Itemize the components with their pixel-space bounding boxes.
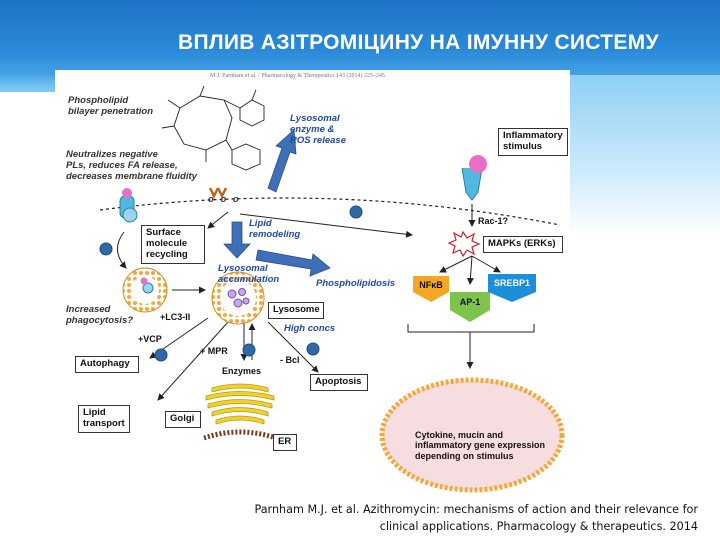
inhibit-circle-icon <box>99 205 363 362</box>
slide-title: ВПЛИВ АЗІТРОМІЦИНУ НА ІМУННУ СИСТЕМУ <box>178 31 659 54</box>
label-vcp: +VCP <box>138 334 162 344</box>
label-phospholipidosis: Phospholipidosis <box>316 278 396 289</box>
label-ap1: AP-1 <box>459 297 481 307</box>
label-bcl: - Bcl <box>280 355 300 365</box>
label-increased-phagocytosis: Increased phagocytosis? <box>66 304 134 326</box>
label-lysosomal-enzyme: Lysosomal enzyme & ROS release <box>290 113 346 146</box>
golgi-icon <box>205 383 275 425</box>
lysosome-icon <box>211 271 265 325</box>
er-icon <box>203 429 277 441</box>
label-lc3: +LC3-II <box>160 312 191 322</box>
box-surface-recycling: Surface molecule recycling <box>141 225 205 264</box>
srebp1-shape <box>488 274 536 302</box>
endosome-icon <box>122 267 168 313</box>
label-phospholipid: Phospholipid bilayer penetration <box>68 95 153 117</box>
label-enzymes: Enzymes <box>222 366 262 376</box>
decorative-gradient <box>560 75 720 235</box>
label-neutralizes: Neutralizes negative PLs, reduces FA rel… <box>66 149 197 182</box>
label-lysosomal-accumulation: Lysosomal accumulation <box>218 263 280 285</box>
label-srebp1: SREBP1 <box>493 278 530 288</box>
box-inflammatory-stimulus: Inflammatory stimulus <box>498 128 568 156</box>
citation-line-1: Parnham M.J. et al. Azithromycin: mechan… <box>254 503 698 516</box>
citation: Parnham M.J. et al. Azithromycin: mechan… <box>228 502 698 536</box>
label-membrane-dots: o o o <box>208 194 241 205</box>
box-mapks: MAPKs (ERKs) <box>483 236 563 253</box>
label-high-concs: High concs <box>284 323 336 334</box>
box-lipid-transport: Lipid transport <box>78 405 130 433</box>
blue-arrows <box>223 129 331 277</box>
box-autophagy: Autophagy <box>75 356 139 373</box>
box-apoptosis: Apoptosis <box>310 374 368 391</box>
label-rac1: Rac-1? <box>478 216 509 226</box>
box-er: ER <box>273 434 297 451</box>
box-golgi: Golgi <box>165 411 201 428</box>
label-lipid-remodeling: Lipid remodeling <box>249 218 301 240</box>
box-lysosome: Lysosome <box>268 302 324 319</box>
inflammatory-receptor-icon <box>461 155 487 201</box>
azithromycin-structure-icon <box>161 85 265 171</box>
burst-icon <box>447 230 481 258</box>
nucleus-icon <box>379 377 565 493</box>
label-gene-expression: Cytokine, mucin and inflammatory gene ex… <box>415 430 546 461</box>
figure-reference: M.J. Parnham et al. / Pharmacology & The… <box>210 73 386 79</box>
ap1-shape <box>450 292 490 322</box>
nfkb-shape <box>413 276 449 302</box>
label-nfkb: NFκB <box>419 280 443 290</box>
azm-membrane-icon <box>208 187 228 199</box>
citation-line-2: clinical applications. Pharmacology & th… <box>379 519 698 533</box>
label-mpr: + MPR <box>200 346 228 356</box>
receptor-icon <box>119 188 138 223</box>
